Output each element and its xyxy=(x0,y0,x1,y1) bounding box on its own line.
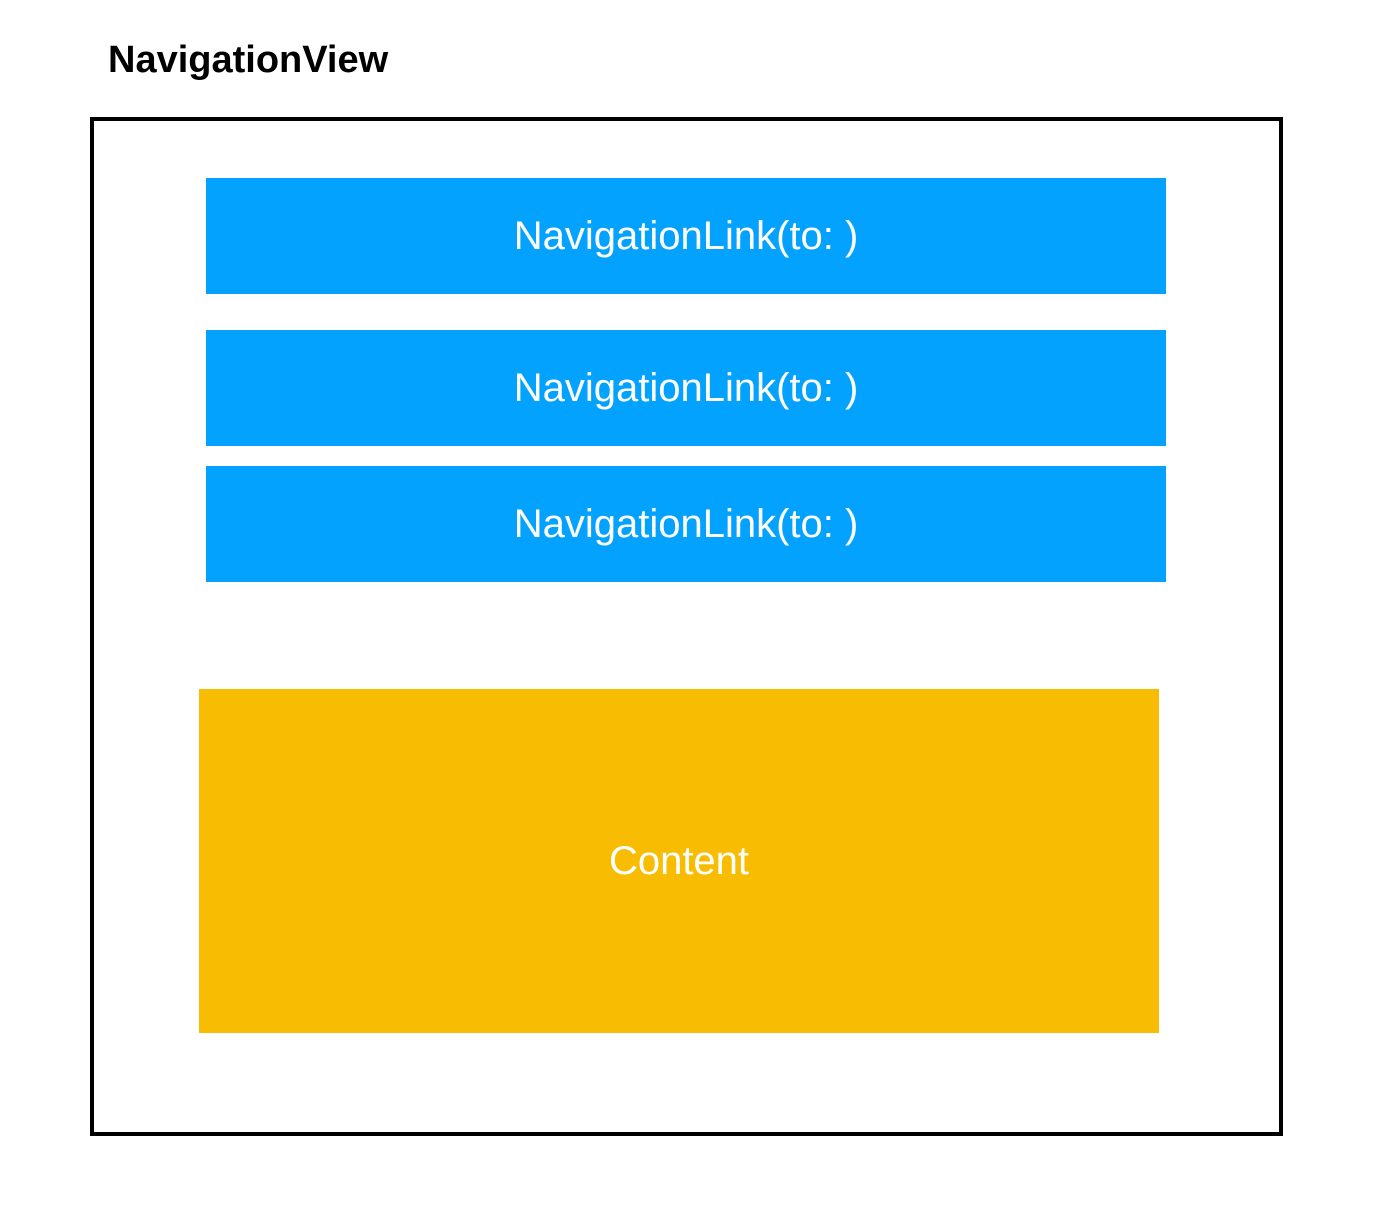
content-label: Content xyxy=(608,838,750,883)
navigation-link-2[interactable]: NavigationLink(to: ) xyxy=(206,330,1166,446)
content-area: Content xyxy=(199,689,1159,1033)
navigation-link-label: NavigationLink(to: ) xyxy=(513,501,859,546)
navigation-link-3[interactable]: NavigationLink(to: ) xyxy=(206,466,1166,582)
navigation-link-1[interactable]: NavigationLink(to: ) xyxy=(206,178,1166,294)
navigation-link-label: NavigationLink(to: ) xyxy=(513,365,859,410)
navigation-view-title: NavigationView xyxy=(108,39,389,81)
navigation-link-label: NavigationLink(to: ) xyxy=(513,213,859,258)
